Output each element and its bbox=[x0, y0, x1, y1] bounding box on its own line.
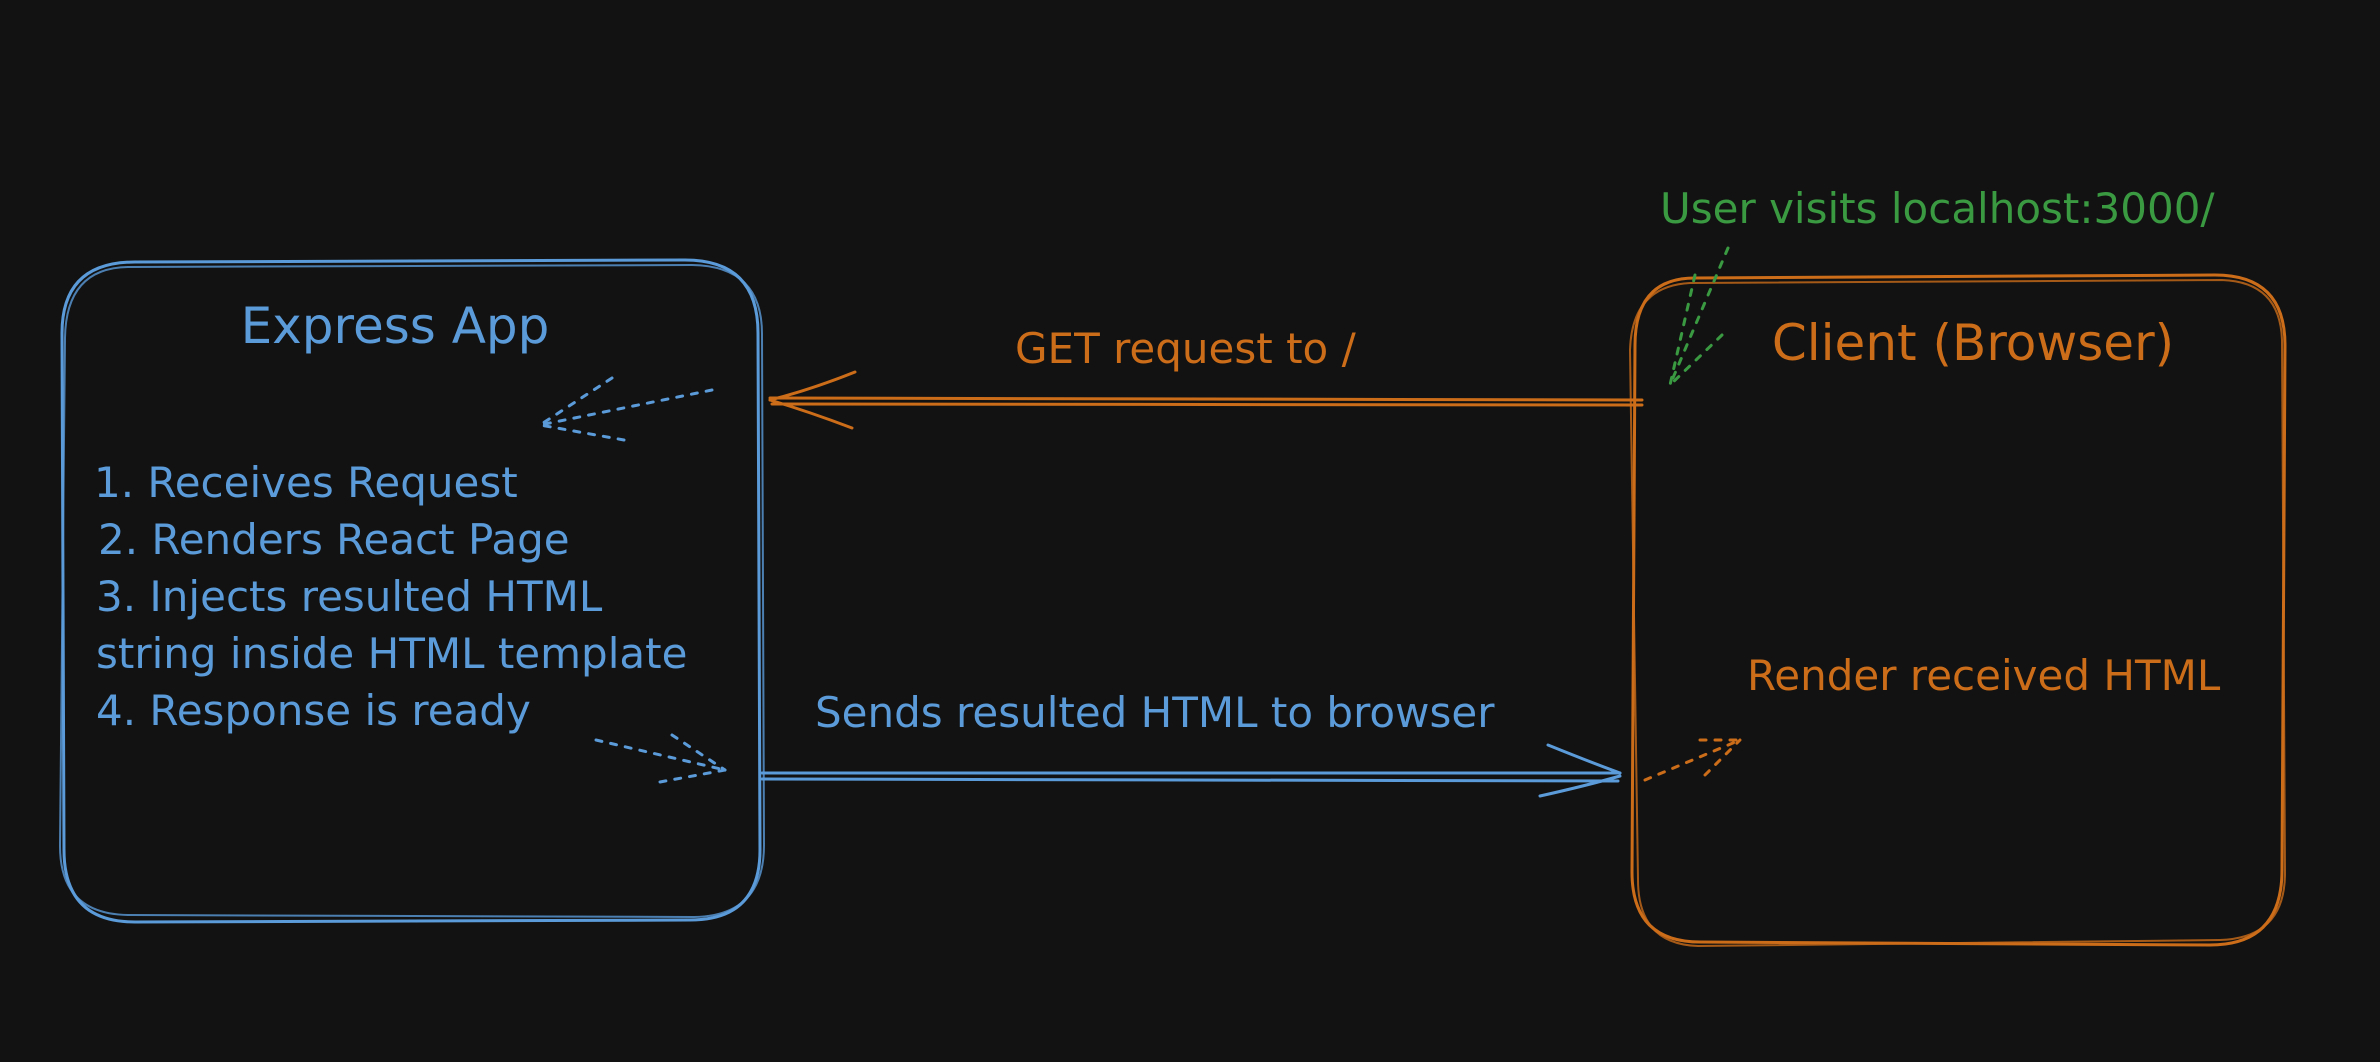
response-label: Sends resulted HTML to browser bbox=[815, 688, 1495, 737]
step-3: 3. Injects resulted HTML bbox=[96, 572, 603, 621]
user-visit-label: User visits localhost:3000/ bbox=[1660, 184, 2215, 233]
client-render-connector bbox=[1643, 738, 1742, 782]
client-browser-node[interactable] bbox=[1628, 273, 2287, 948]
express-app-node[interactable] bbox=[58, 258, 766, 924]
request-arrow bbox=[768, 370, 1644, 430]
step-4: 4. Response is ready bbox=[96, 686, 531, 735]
response-arrow bbox=[760, 743, 1622, 798]
step-1: 1. Receives Request bbox=[94, 458, 518, 507]
user-visit-connector bbox=[1668, 246, 1730, 387]
client-render-note: Render received HTML bbox=[1747, 651, 2221, 700]
step-2: 2. Renders React Page bbox=[98, 515, 570, 564]
step-3-continued: string inside HTML template bbox=[96, 629, 687, 678]
request-label: GET request to / bbox=[1015, 324, 1357, 373]
express-app-steps: 1. Receives Request 2. Renders React Pag… bbox=[94, 458, 687, 735]
express-app-title: Express App bbox=[241, 297, 550, 355]
server-title-connector bbox=[538, 376, 714, 442]
client-browser-title: Client (Browser) bbox=[1772, 314, 2174, 372]
server-steps-connector bbox=[594, 733, 727, 784]
